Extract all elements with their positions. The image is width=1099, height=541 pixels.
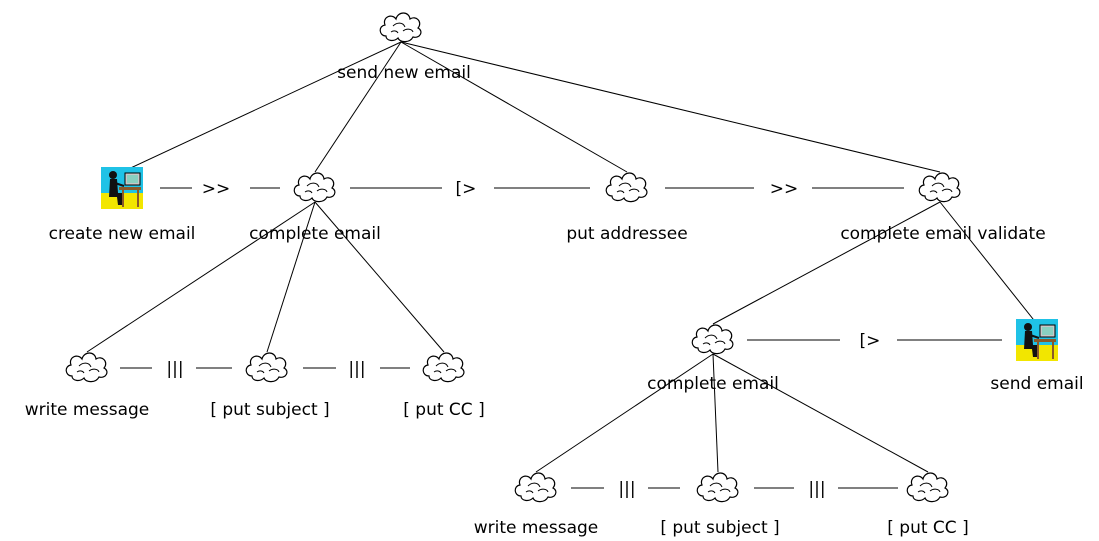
task-node-root: send new email — [337, 12, 471, 83]
edge-complete2-cc2 — [712, 353, 929, 473]
edge-complete2-write2 — [535, 353, 714, 473]
operator-symbol: >> — [770, 179, 799, 199]
cloud-icon — [918, 172, 961, 203]
task-node-validate: complete email validate — [840, 172, 1046, 244]
operator-symbol: [> — [860, 331, 881, 351]
operator-complete2-send: [> — [747, 331, 1002, 351]
cloud-icon — [245, 352, 288, 383]
operator-symbol: ||| — [166, 359, 183, 379]
task-node-send: send email — [990, 319, 1084, 394]
task-label: send new email — [337, 63, 471, 83]
operator-symbol: >> — [202, 179, 231, 199]
task-label: [ put subject ] — [210, 400, 329, 420]
edge-root-validate — [400, 41, 941, 173]
edge-complete1-write1 — [86, 201, 316, 353]
cloud-icon — [605, 172, 648, 203]
task-label: put addressee — [566, 224, 687, 244]
operator-create-complete1: >> — [160, 179, 280, 199]
task-label: write message — [474, 518, 599, 538]
task-node-write2: write message — [474, 472, 599, 538]
user-at-computer-icon — [1016, 319, 1058, 361]
task-label: write message — [25, 400, 150, 420]
task-label: create new email — [49, 224, 196, 244]
operator-symbol: ||| — [808, 479, 825, 499]
edge-complete1-subject1 — [266, 201, 316, 353]
edge-validate-send — [939, 201, 1038, 325]
task-label: [ put CC ] — [887, 518, 968, 538]
operator-write2-subject2: ||| — [571, 479, 680, 499]
edge-root-addressee — [400, 41, 628, 173]
task-node-subject1: [ put subject ] — [210, 352, 330, 420]
cloud-icon — [696, 472, 739, 503]
cloud-icon — [293, 172, 336, 203]
cloud-icon — [906, 472, 949, 503]
operator-symbol: ||| — [348, 359, 365, 379]
operator-write1-subject1: ||| — [120, 359, 232, 379]
operator-subject2-cc2: ||| — [754, 479, 898, 499]
cloud-icon — [379, 12, 422, 43]
task-node-complete1: complete email — [249, 172, 381, 244]
task-node-subject2: [ put subject ] — [660, 472, 780, 538]
operator-complete1-addressee: [> — [350, 179, 590, 199]
edges-layer — [86, 41, 1038, 473]
task-label: complete email — [647, 374, 779, 394]
operator-addressee-validate: >> — [665, 179, 904, 199]
task-node-complete2: complete email — [647, 324, 779, 394]
nodes-layer: send new email create new email complete e… — [25, 12, 1084, 538]
task-node-create: create new email — [49, 167, 196, 244]
edge-complete2-subject2 — [712, 353, 719, 473]
task-node-write1: write message — [25, 352, 150, 420]
edge-root-create — [121, 41, 402, 173]
task-node-addressee: put addressee — [566, 172, 688, 244]
task-label: [ put CC ] — [403, 400, 484, 420]
task-node-cc1: [ put CC ] — [403, 352, 485, 420]
operator-symbol: [> — [456, 179, 477, 199]
cloud-icon — [514, 472, 557, 503]
task-label: [ put subject ] — [660, 518, 779, 538]
operator-symbol: ||| — [618, 479, 635, 499]
cloud-icon — [65, 352, 108, 383]
task-label: send email — [990, 374, 1083, 394]
task-node-cc2: [ put CC ] — [887, 472, 969, 538]
user-at-computer-icon — [101, 167, 143, 209]
edge-validate-complete2 — [712, 201, 941, 325]
edge-root-complete1 — [314, 41, 402, 173]
task-label: complete email — [249, 224, 381, 244]
operators-layer: >> [> >> ||| ||| [> ||| ||| — [120, 179, 1002, 499]
cloud-icon — [691, 324, 734, 355]
edge-complete1-cc1 — [314, 201, 445, 353]
operator-subject1-cc1: ||| — [303, 359, 410, 379]
cloud-icon — [422, 352, 465, 383]
task-label: complete email validate — [840, 224, 1045, 244]
